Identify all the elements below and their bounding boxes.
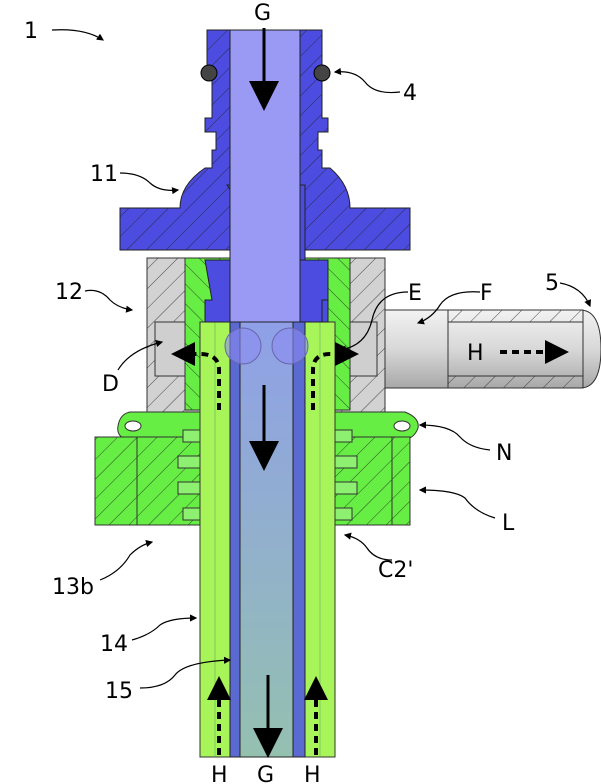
label-4: 4 <box>403 81 417 106</box>
label-l: L <box>502 511 515 536</box>
pipe-f <box>349 309 601 389</box>
label-d: D <box>102 372 119 397</box>
label-c2: C2' <box>378 558 413 583</box>
label-1: 1 <box>24 19 38 44</box>
o-ring-right <box>313 64 331 82</box>
label-13b: 13b <box>52 575 94 600</box>
label-12: 12 <box>55 280 83 305</box>
label-11: 11 <box>90 162 118 187</box>
label-14: 14 <box>100 632 128 657</box>
label-5: 5 <box>545 271 559 296</box>
label-h-pipe: H <box>467 341 484 366</box>
leader-lines <box>51 29 591 689</box>
label-g-bottom: G <box>257 763 274 784</box>
label-n: N <box>496 441 512 466</box>
label-g-top: G <box>254 1 271 26</box>
label-f: F <box>480 281 493 306</box>
label-h-bottom-right: H <box>304 763 321 784</box>
label-h-bottom-left: H <box>211 763 228 784</box>
o-ring-left <box>200 64 218 82</box>
label-15: 15 <box>105 679 133 704</box>
flow-arrows <box>171 28 569 758</box>
inner-tube-15 <box>224 29 309 758</box>
label-e: E <box>408 281 422 306</box>
